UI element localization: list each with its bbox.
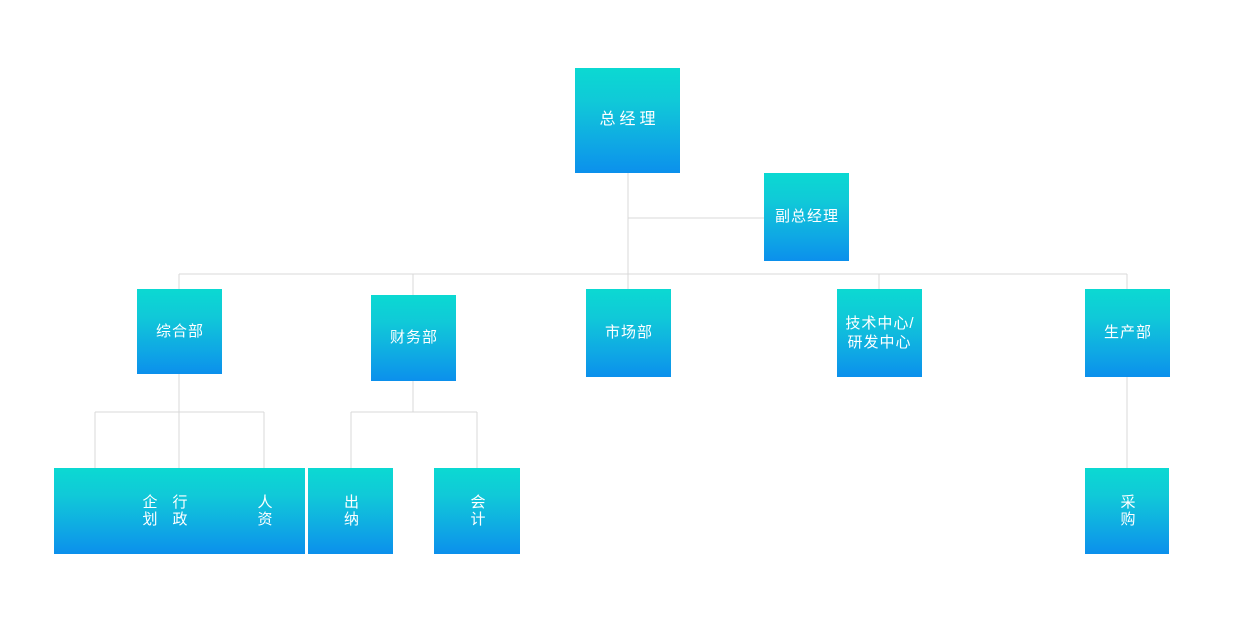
node-general-manager-label: 总经理 (599, 111, 660, 129)
node-production-department[interactable]: 生产部 (1085, 289, 1170, 377)
node-cashier[interactable]: 出纳 (308, 468, 393, 554)
node-administration[interactable]: 行政 (139, 468, 219, 554)
group-box-general-affairs-children: 企划 行政 人资 (54, 468, 305, 554)
node-finance-department[interactable]: 财务部 (371, 295, 456, 381)
node-accounting[interactable]: 会计 (434, 468, 520, 554)
node-procurement[interactable]: 采购 (1085, 468, 1169, 554)
node-cashier-label: 出纳 (342, 494, 359, 528)
node-human-resources-label: 人资 (255, 494, 273, 528)
node-human-resources[interactable]: 人资 (224, 468, 304, 554)
node-administration-label: 行政 (170, 494, 188, 528)
node-technology-rnd-center[interactable]: 技术中心/ 研发中心 (837, 289, 922, 377)
node-procurement-label: 采购 (1118, 494, 1136, 528)
node-deputy-general-manager-label: 副总经理 (774, 208, 839, 226)
node-production-department-label: 生产部 (1103, 324, 1152, 342)
node-finance-department-label: 财务部 (389, 329, 438, 347)
node-planning[interactable]: 企划 (109, 468, 189, 554)
node-general-affairs-department[interactable]: 综合部 (137, 289, 222, 374)
node-general-affairs-department-label: 综合部 (155, 322, 204, 340)
node-general-manager[interactable]: 总经理 (575, 68, 680, 173)
node-planning-label: 企划 (140, 494, 158, 528)
node-marketing-department-label: 市场部 (604, 324, 653, 342)
node-deputy-general-manager[interactable]: 副总经理 (764, 173, 849, 261)
node-technology-rnd-center-label: 技术中心/ 研发中心 (845, 314, 915, 351)
node-marketing-department[interactable]: 市场部 (586, 289, 671, 377)
node-accounting-label: 会计 (468, 494, 486, 528)
